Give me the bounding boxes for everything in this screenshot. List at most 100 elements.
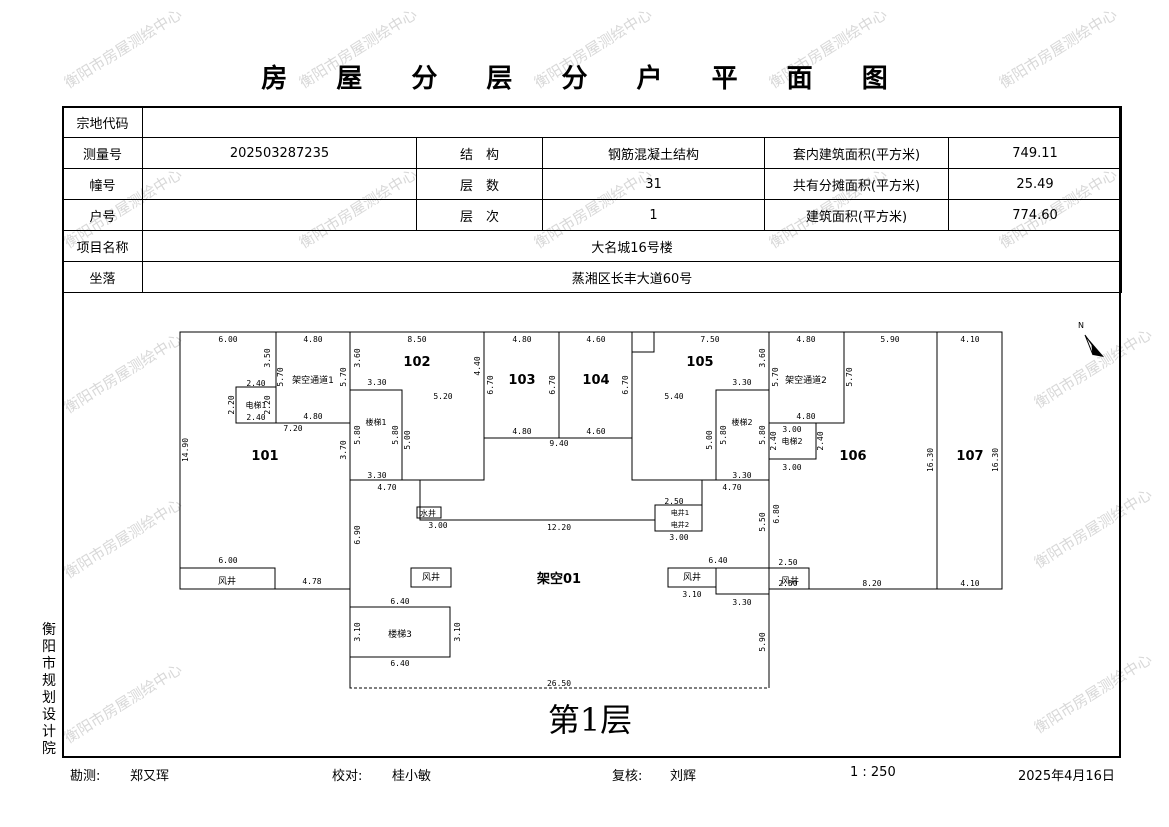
- dim-label: 5.70: [276, 367, 285, 386]
- survey-label: 勘测:: [70, 769, 101, 784]
- dim-label: 5.00: [403, 430, 412, 449]
- survey-name: 郑又珲: [130, 769, 170, 784]
- dim-label: 5.70: [845, 367, 854, 386]
- dim-label: 3.00: [782, 463, 801, 472]
- date: 2025年4月16日: [1018, 769, 1115, 784]
- unit-label: 103: [508, 373, 535, 388]
- room-label: 风井: [218, 575, 236, 587]
- room-label: 风井: [683, 571, 701, 583]
- dim-label: 5.70: [771, 367, 780, 386]
- room-label: 电井2: [671, 520, 689, 529]
- floor-level-value: 1: [542, 199, 765, 231]
- unit-label: 106: [839, 449, 866, 464]
- dim-label: 26.50: [547, 679, 571, 688]
- water-shaft-outline: [416, 506, 442, 519]
- wind-shaft-left-outline: [179, 567, 276, 590]
- room-label: 电梯1: [245, 400, 266, 410]
- dim-label: 3.10: [682, 590, 701, 599]
- dim-label: 6.40: [390, 659, 409, 668]
- unit-label: 102: [403, 355, 430, 370]
- dim-label: 16.30: [926, 448, 935, 472]
- dim-label: 2.50: [778, 579, 797, 588]
- zongdi-label: 宗地代码: [62, 106, 143, 138]
- room-label: 风井: [781, 575, 799, 587]
- dim-label: 4.78: [302, 577, 321, 586]
- dim-label: 6.70: [621, 375, 630, 394]
- room-label: 楼梯2: [731, 417, 752, 427]
- dim-label: 6.90: [353, 525, 362, 544]
- unit-label: 107: [956, 449, 983, 464]
- dim-label: 3.30: [732, 471, 751, 480]
- lobby-wall: [350, 479, 655, 521]
- unit-label: 104: [582, 373, 609, 388]
- electric-shaft-outline: [654, 504, 703, 532]
- side-institute-text: 衡阳市规划设计院: [42, 622, 56, 757]
- build-area-value: 774.60: [947, 199, 1123, 231]
- north-label: N: [1078, 321, 1084, 330]
- dim-label: 4.10: [960, 579, 979, 588]
- wind-shaft-top-outline: [631, 331, 655, 353]
- dim-label: 5.50: [758, 512, 767, 531]
- dim-label: 5.80: [719, 425, 728, 444]
- room-label: 风井: [422, 571, 440, 583]
- dim-label: 7.50: [700, 335, 719, 344]
- room-label: 楼梯1: [365, 417, 386, 427]
- dim-label: 2.40: [816, 431, 825, 450]
- dim-label: 2.40: [769, 431, 778, 450]
- dim-label: 6.70: [486, 375, 495, 394]
- dim-label: 2.20: [227, 395, 236, 414]
- dim-label: 5.40: [664, 392, 683, 401]
- page-title: 房 屋 分 层 分 户 平 面 图: [261, 64, 908, 94]
- dim-label: 4.40: [473, 356, 482, 375]
- dim-label: 5.80: [758, 425, 767, 444]
- dim-label: 2.50: [778, 558, 797, 567]
- room-label: 楼梯3: [388, 628, 412, 640]
- dim-label: 3.10: [353, 622, 362, 641]
- dim-label: 9.40: [549, 439, 568, 448]
- dim-label: 5.20: [433, 392, 452, 401]
- dim-label: 6.40: [390, 597, 409, 606]
- review-name: 刘辉: [670, 769, 697, 784]
- unit-label: 105: [686, 355, 713, 370]
- dim-label: 4.70: [377, 483, 396, 492]
- dim-label: 4.80: [796, 335, 815, 344]
- dim-label: 2.40: [246, 413, 265, 422]
- dim-label: 6.80: [772, 504, 781, 523]
- floor-label: 第1层: [547, 701, 633, 739]
- dim-label: 3.60: [353, 348, 362, 367]
- room-label: 架空通道2: [785, 374, 827, 386]
- dim-label: 3.00: [428, 521, 447, 530]
- dim-label: 7.20: [283, 424, 302, 433]
- dim-label: 4.80: [512, 335, 531, 344]
- dim-label: 3.70: [339, 440, 348, 459]
- info-table: 宗地代码 测量号 202503287235 结 构 钢筋混凝土结构 套内建筑面积…: [62, 106, 1123, 293]
- dim-label: 14.90: [181, 438, 190, 462]
- dim-label: 3.30: [367, 378, 386, 387]
- table-row: 幢号 层 数 31 共有分摊面积(平方米) 25.49: [62, 168, 1123, 200]
- equipment-room-outline: [715, 567, 770, 595]
- dim-label: 16.30: [991, 448, 1000, 472]
- dim-label: 4.10: [960, 335, 979, 344]
- room-label: 电井1: [671, 508, 689, 517]
- dim-label: 3.10: [453, 622, 462, 641]
- dim-label: 5.00: [705, 430, 714, 449]
- dim-label: 3.60: [758, 348, 767, 367]
- dim-label: 2.20: [263, 395, 272, 414]
- build-area-label: 建筑面积(平方米): [764, 199, 949, 231]
- wind-shaft-outline: [410, 567, 452, 588]
- north-arrow-icon: N: [1078, 321, 1104, 357]
- inner-area-value: 749.11: [947, 137, 1123, 169]
- shared-area-value: 25.49: [947, 168, 1123, 200]
- review-label: 复核:: [612, 769, 643, 784]
- dim-label: 8.20: [862, 579, 881, 588]
- dim-label: 6.70: [548, 375, 557, 394]
- dim-label: 6.40: [708, 556, 727, 565]
- dim-label: 4.80: [303, 335, 322, 344]
- elevator-2-outline: [768, 422, 817, 460]
- dim-label: 3.30: [367, 471, 386, 480]
- check-label: 校对:: [332, 769, 363, 784]
- open-area-label: 架空01: [536, 571, 581, 587]
- dim-label: 4.70: [722, 483, 741, 492]
- unit-107-outline: [936, 331, 1003, 590]
- unit-label: 101: [251, 449, 278, 464]
